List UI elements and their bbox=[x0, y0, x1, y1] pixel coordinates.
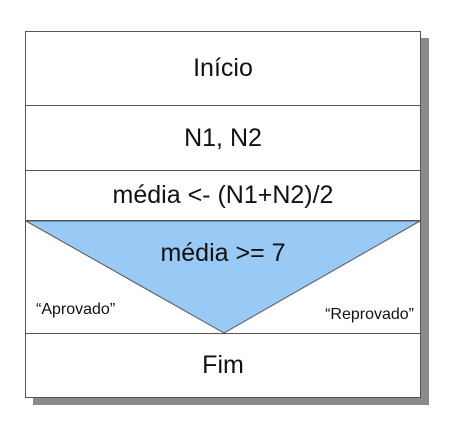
nassi-shneiderman-diagram: Início N1, N2 média <- (N1+N2)/2 média >… bbox=[25, 31, 421, 398]
decision-block: média >= 7 “Aprovado” “Reprovado” bbox=[26, 221, 420, 334]
true-branch-label: “Aprovado” bbox=[36, 301, 116, 318]
process-label: média <- (N1+N2)/2 bbox=[112, 181, 334, 209]
start-label: Início bbox=[193, 54, 253, 82]
start-block: Início bbox=[26, 32, 420, 106]
end-label: Fim bbox=[202, 351, 244, 379]
input-block: N1, N2 bbox=[26, 106, 420, 171]
process-block: média <- (N1+N2)/2 bbox=[26, 171, 420, 221]
input-label: N1, N2 bbox=[184, 123, 262, 152]
end-block: Fim bbox=[26, 334, 420, 397]
decision-condition: média >= 7 bbox=[160, 239, 286, 267]
decision-triangle bbox=[26, 221, 420, 333]
false-branch-label: “Reprovado” bbox=[325, 306, 414, 323]
decision-triangle-shape bbox=[26, 221, 420, 333]
